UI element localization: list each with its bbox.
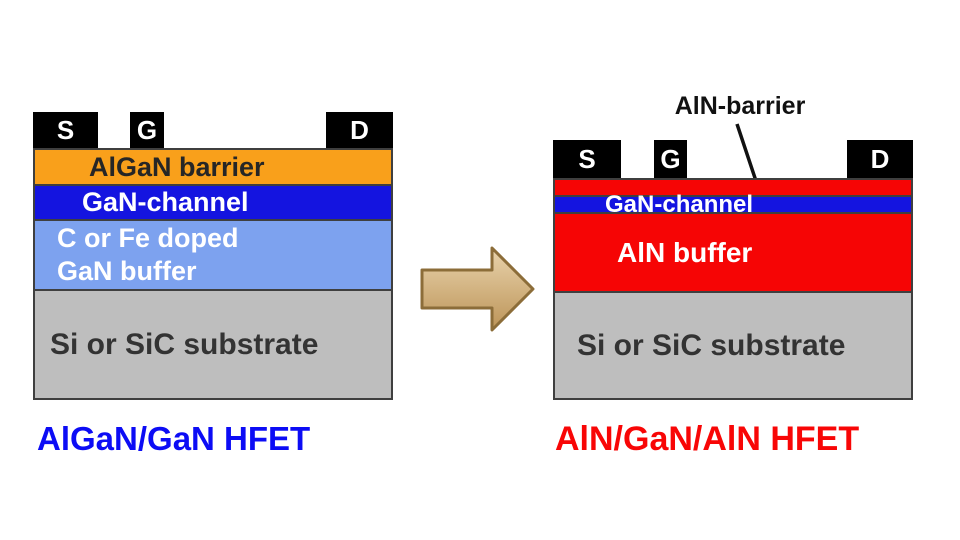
- left-drain-contact: D: [326, 112, 393, 148]
- left-gate-contact: G: [130, 112, 164, 148]
- left-device-stack: AlGaN barrier GaN-channel C or Fe doped …: [33, 148, 393, 400]
- aln-barrier-annotation: AlN-barrier: [674, 92, 806, 120]
- right-device-caption: AlN/GaN/AlN HFET: [555, 420, 860, 458]
- right-device-stack: AlN buffer Si or SiC substrate: [553, 178, 913, 400]
- right-gate-contact: G: [654, 140, 687, 178]
- left-layer-gan-channel: GaN-channel: [35, 186, 391, 221]
- right-layer-substrate: Si or SiC substrate: [555, 293, 911, 398]
- annotation-arrow-icon: [735, 123, 764, 189]
- left-layer-substrate: Si or SiC substrate: [35, 291, 391, 398]
- right-substrate-label: Si or SiC substrate: [577, 328, 846, 362]
- right-source-label: S: [578, 144, 596, 174]
- transition-arrow-icon: [420, 246, 535, 332]
- right-drain-contact: D: [847, 140, 913, 178]
- right-drain-label: D: [870, 144, 890, 174]
- left-buffer-line2: GaN buffer: [57, 256, 197, 286]
- left-device-caption: AlGaN/GaN HFET: [37, 420, 311, 457]
- left-substrate-label: Si or SiC substrate: [50, 327, 319, 361]
- right-buffer-label: AlN buffer: [617, 236, 753, 268]
- left-drain-label: D: [350, 115, 369, 145]
- left-source-label: S: [56, 115, 75, 145]
- right-channel-label: GaN-channel: [605, 191, 754, 218]
- left-layer-gan-buffer: C or Fe doped GaN buffer: [35, 221, 391, 291]
- right-layer-gan-channel: [555, 197, 911, 214]
- left-source-contact: S: [33, 112, 98, 148]
- left-channel-label: GaN-channel: [82, 187, 249, 218]
- left-buffer-line1: C or Fe doped: [57, 223, 239, 253]
- right-gate-label: G: [660, 144, 681, 174]
- right-layer-aln-barrier: [555, 180, 911, 197]
- right-layer-aln-buffer: AlN buffer: [555, 214, 911, 293]
- left-gate-label: G: [136, 115, 158, 145]
- left-barrier-label: AlGaN barrier: [89, 151, 265, 182]
- right-source-contact: S: [553, 140, 621, 178]
- left-buffer-label: C or Fe doped GaN buffer: [57, 222, 239, 288]
- left-layer-algan-barrier: AlGaN barrier: [35, 150, 391, 186]
